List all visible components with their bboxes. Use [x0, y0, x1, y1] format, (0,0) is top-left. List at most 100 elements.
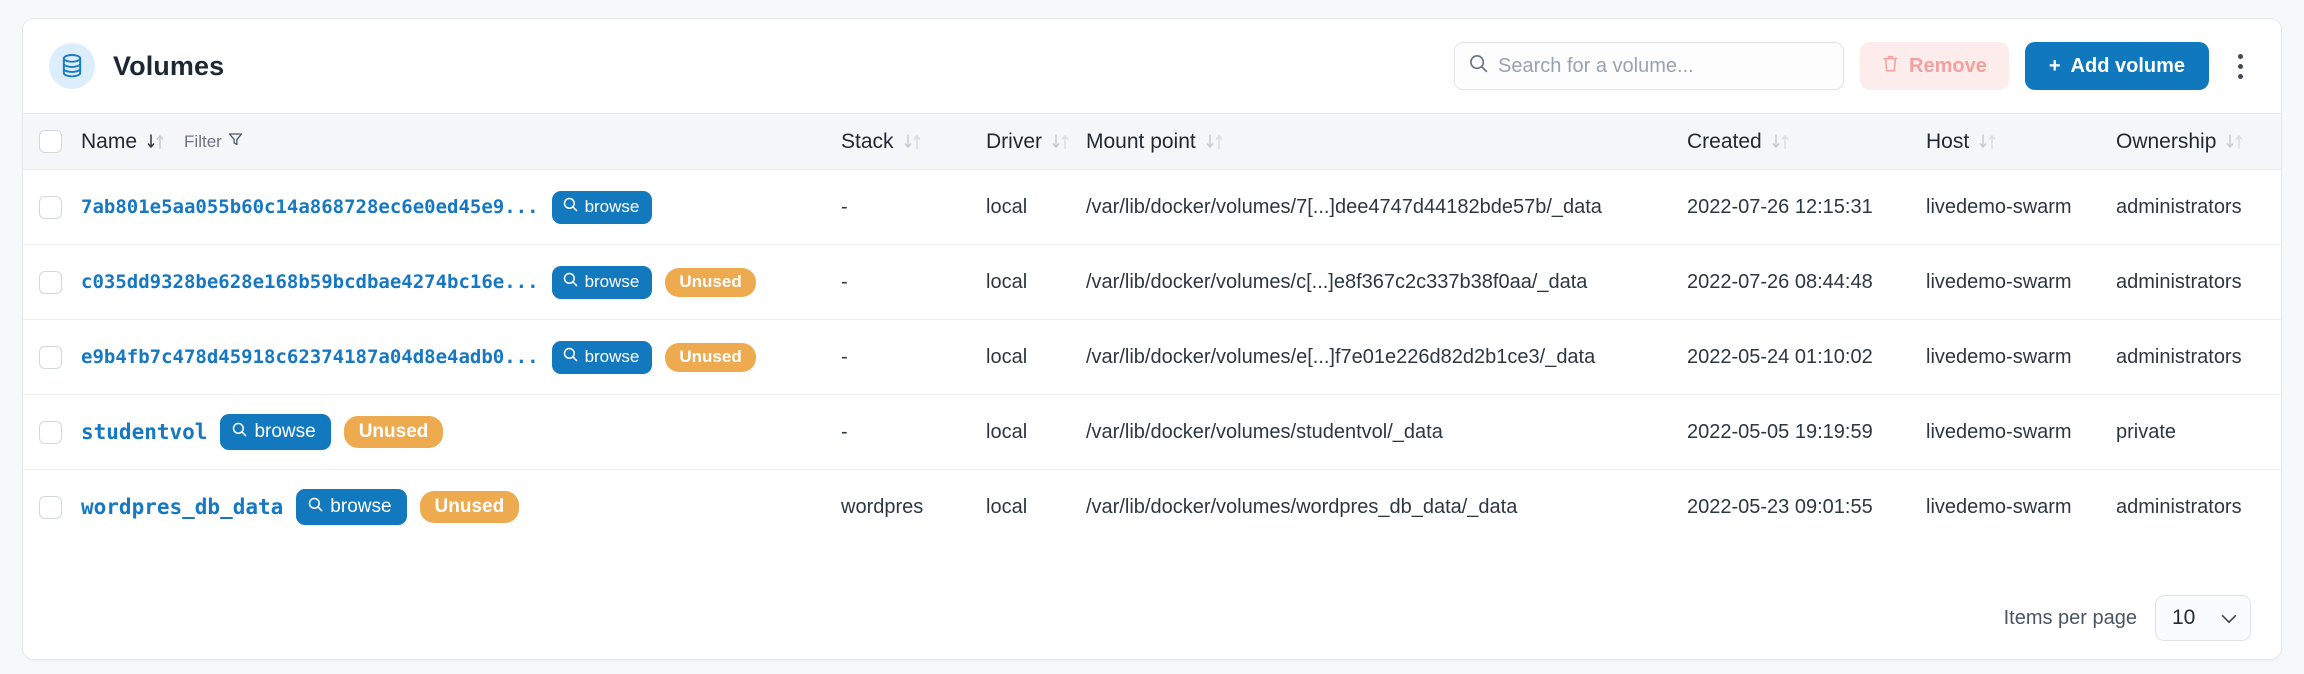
column-header-driver[interactable]: Driver — [986, 113, 1086, 170]
cell-host: livedemo-swarm — [1926, 169, 2116, 245]
select-all-checkbox[interactable] — [39, 130, 62, 153]
column-label-driver: Driver — [986, 129, 1042, 153]
row-checkbox[interactable] — [39, 420, 62, 444]
cell-mount-point: /var/lib/docker/volumes/wordpres_db_data… — [1086, 495, 1518, 518]
remove-button[interactable]: Remove — [1860, 42, 2009, 90]
kebab-dot — [2237, 53, 2243, 59]
column-label-ownership: Ownership — [2116, 129, 2217, 153]
remove-button-label: Remove — [1909, 54, 1987, 77]
table-body: 7ab801e5aa055b60c14a868728ec6e0ed45e9...… — [23, 169, 2281, 545]
cell-created: 2022-07-26 12:15:31 — [1681, 169, 1926, 245]
browse-label: browse — [254, 421, 316, 442]
items-per-page-select[interactable]: 10 — [2155, 595, 2251, 641]
items-per-page-value: 10 — [2172, 606, 2196, 629]
search-input[interactable] — [1498, 43, 1830, 89]
column-header-created[interactable]: Created — [1681, 113, 1926, 170]
table-head: Name Filter — [23, 113, 2281, 170]
cell-ownership: administrators — [2116, 495, 2242, 518]
cell-driver: local — [986, 319, 1086, 395]
browse-button[interactable]: browse — [551, 190, 653, 224]
database-icon — [49, 43, 95, 89]
column-header-stack[interactable]: Stack — [841, 113, 986, 170]
card-header: Volumes — [23, 19, 2281, 113]
column-label-stack: Stack — [841, 129, 894, 153]
cell-name: c035dd9328be628e168b59bcdbae4274bc16e...… — [81, 244, 841, 320]
cell-host: livedemo-swarm — [1926, 244, 2116, 320]
browse-label: browse — [584, 347, 640, 366]
volumes-table-wrap: Name Filter — [23, 113, 2281, 577]
sort-icon[interactable] — [146, 132, 166, 151]
cell-created: 2022-07-26 08:44:48 — [1681, 244, 1926, 320]
trash-icon — [1882, 54, 1899, 79]
header-actions: Remove + Add volume — [1454, 42, 2253, 90]
row-select-cell — [23, 244, 81, 320]
cell-driver: local — [986, 495, 1028, 518]
cell-driver: local — [986, 394, 1086, 470]
column-label-mount-point: Mount point — [1086, 129, 1196, 153]
sort-icon[interactable] — [1051, 132, 1071, 151]
search-box[interactable] — [1454, 42, 1845, 90]
column-header-ownership[interactable]: Ownership — [2116, 113, 2281, 170]
filter-control[interactable]: Filter — [184, 132, 243, 152]
cell-host: livedemo-swarm — [1926, 394, 2116, 470]
sort-icon[interactable] — [903, 132, 923, 151]
browse-label: browse — [584, 272, 640, 291]
column-label-name: Name — [81, 129, 138, 153]
sort-icon[interactable] — [2225, 132, 2245, 151]
cell-ownership: private — [2116, 394, 2281, 470]
column-label-created: Created — [1687, 129, 1762, 153]
browse-button[interactable]: browse — [220, 414, 331, 450]
cell-stack: wordpres — [841, 495, 924, 518]
column-header-name[interactable]: Name Filter — [81, 113, 841, 170]
cell-driver: local — [986, 169, 1086, 245]
cell-created: 2022-05-23 09:01:55 — [1687, 495, 1873, 518]
volumes-table: Name Filter — [23, 113, 2281, 545]
search-icon — [563, 347, 578, 367]
browse-button[interactable]: browse — [551, 265, 653, 299]
table-row[interactable]: c035dd9328be628e168b59bcdbae4274bc16e...… — [23, 244, 2281, 320]
row-checkbox[interactable] — [39, 195, 62, 219]
filter-label: Filter — [184, 131, 222, 151]
cell-name: studentvol browse Unused — [81, 394, 841, 470]
search-icon — [563, 272, 578, 292]
browse-button[interactable]: browse — [296, 489, 407, 526]
add-volume-label: Add volume — [2070, 54, 2185, 77]
column-header-host[interactable]: Host — [1926, 113, 2116, 170]
cell-name: e9b4fb7c478d45918c62374187a04d8e4adb0...… — [81, 319, 841, 395]
row-checkbox[interactable] — [39, 270, 62, 294]
browse-button[interactable]: browse — [551, 340, 653, 374]
sort-icon[interactable] — [1978, 132, 1998, 151]
row-checkbox[interactable] — [39, 495, 62, 519]
volume-name-link[interactable]: studentvol — [81, 420, 208, 444]
volume-name-link[interactable]: e9b4fb7c478d45918c62374187a04d8e4adb0... — [81, 346, 539, 368]
cell-mount-point: /var/lib/docker/volumes/7[...]dee4747d44… — [1086, 169, 1681, 245]
table-row[interactable]: 7ab801e5aa055b60c14a868728ec6e0ed45e9...… — [23, 169, 2281, 245]
status-badge-unused: Unused — [343, 416, 444, 448]
table-row[interactable]: e9b4fb7c478d45918c62374187a04d8e4adb0...… — [23, 319, 2281, 395]
browse-label: browse — [584, 197, 640, 216]
cell-stack: - — [841, 394, 986, 470]
volume-name-link[interactable]: 7ab801e5aa055b60c14a868728ec6e0ed45e9... — [81, 196, 539, 218]
status-badge-unused: Unused — [665, 267, 756, 297]
sort-icon[interactable] — [1205, 132, 1225, 151]
cell-mount-point: /var/lib/docker/volumes/c[...]e8f367c2c3… — [1086, 244, 1681, 320]
cell-host: livedemo-swarm — [1926, 319, 2116, 395]
row-select-cell — [23, 169, 81, 245]
cell-ownership: administrators — [2116, 169, 2281, 245]
cell-created: 2022-05-05 19:19:59 — [1681, 394, 1926, 470]
cell-mount-point: /var/lib/docker/volumes/e[...]f7e01e226d… — [1086, 319, 1681, 395]
column-header-mount-point[interactable]: Mount point — [1086, 113, 1681, 170]
kebab-dot — [2237, 63, 2243, 69]
row-checkbox[interactable] — [39, 345, 62, 369]
add-volume-button[interactable]: + Add volume — [2024, 42, 2209, 90]
volume-name-link[interactable]: c035dd9328be628e168b59bcdbae4274bc16e... — [81, 271, 539, 293]
search-icon — [308, 496, 323, 518]
sort-icon[interactable] — [1771, 132, 1791, 151]
volume-name-link[interactable]: wordpres_db_data — [81, 495, 284, 520]
column-label-host: Host — [1926, 129, 1970, 153]
kebab-menu-icon[interactable] — [2227, 42, 2253, 90]
